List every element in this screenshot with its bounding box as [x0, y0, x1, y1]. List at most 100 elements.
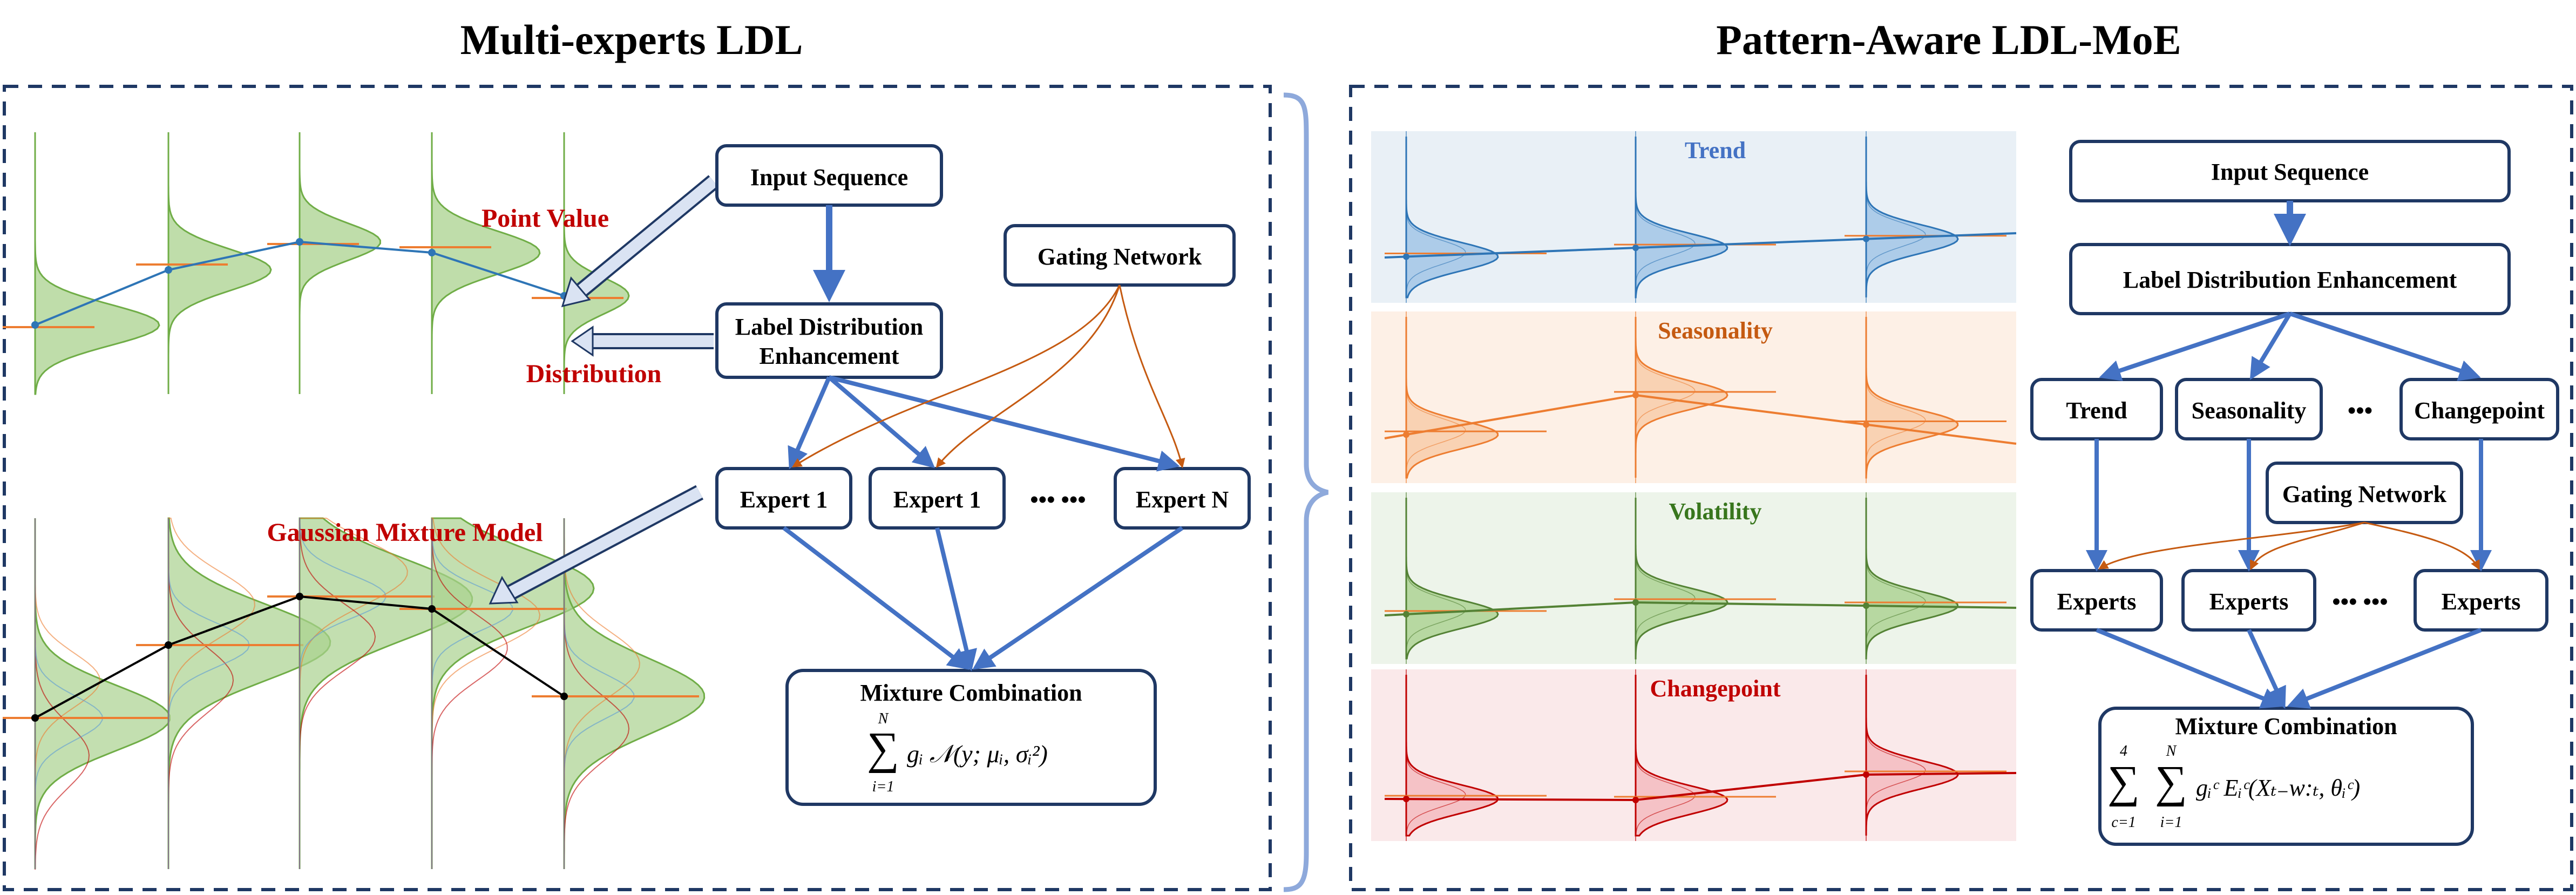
pattern-component: [1406, 675, 1466, 836]
left-mixture-combination-box: Mixture Combination N ∑ i=1 gᵢ 𝒩(y; μᵢ, …: [785, 669, 1157, 806]
left-panel-title: Multi-experts LDL: [460, 16, 803, 63]
point-marker: [428, 249, 436, 256]
right-experts-3-box: Experts: [2414, 569, 2548, 632]
panel-brace: [1283, 92, 1329, 892]
pattern-component: [1406, 498, 1466, 659]
left-expert-ellipsis: ••• •••: [1030, 486, 1086, 513]
point-marker: [31, 321, 39, 329]
right-experts-2-label: Experts: [2209, 588, 2289, 615]
pattern-band-label: Changepoint: [1650, 675, 1780, 702]
mixture-component: [299, 518, 387, 869]
point-marker: [296, 238, 303, 246]
right-input-sequence-box: Input Sequence: [2069, 140, 2511, 202]
right-formula-lower-1: c=1: [2111, 814, 2136, 831]
distribution-label: Distribution: [526, 360, 662, 388]
mixture-distribution: [34, 518, 171, 869]
point-marker: [560, 693, 568, 700]
pattern-band-label: Trend: [1685, 137, 1746, 164]
right-lde-label: Label Distribution Enhancement: [2123, 267, 2457, 293]
pattern-component: [1866, 317, 1926, 478]
point-marker: [165, 266, 172, 274]
pattern-trajectory: [1384, 772, 2017, 802]
left-formula-body: gᵢ 𝒩(y; μᵢ, σᵢ²): [907, 740, 1048, 768]
right-formula-upper-1: 4: [2120, 743, 2127, 760]
point-marker: [31, 714, 39, 722]
pattern-component: [1406, 317, 1466, 478]
pattern-band-label: Volatility: [1669, 498, 1762, 525]
left-lde-label-line1: Label Distribution: [735, 314, 923, 340]
right-experts-1-label: Experts: [2057, 588, 2137, 615]
left-panel-border: [3, 85, 1272, 891]
gaussian-distribution: [431, 132, 541, 394]
pattern-component: [1635, 675, 1696, 836]
mixture-component: [431, 518, 513, 869]
right-input-sequence-label: Input Sequence: [2211, 159, 2369, 185]
gaussian-distribution: [299, 132, 381, 394]
right-changepoint-box: Changepoint: [2399, 378, 2559, 440]
left-top-distribution-plots: [3, 132, 630, 395]
right-formula-sum-2: ∑: [2155, 757, 2187, 807]
left-gating-network-label: Gating Network: [1038, 243, 1202, 270]
right-formula-lower-2: i=1: [2160, 814, 2182, 831]
left-gating-network-box: Gating Network: [1004, 224, 1236, 287]
right-experts-3-label: Experts: [2442, 588, 2521, 615]
mixture-component: [168, 518, 250, 869]
right-trend-box: Trend: [2030, 378, 2163, 440]
right-pattern-ellipsis: •••: [2348, 397, 2372, 424]
right-gating-network-box: Gating Network: [2266, 462, 2463, 524]
right-formula-body: gᵢᶜ Eᵢᶜ(Xₜ₋w:ₜ, θᵢᶜ): [2196, 775, 2360, 801]
pattern-component: [1635, 317, 1696, 478]
gmm-label: Gaussian Mixture Model: [267, 518, 543, 547]
left-bottom-gmm-plots: [3, 517, 706, 870]
pattern-component: [1866, 498, 1926, 659]
right-experts-1-box: Experts: [2030, 569, 2163, 632]
left-expert-n-box: Expert N: [1114, 467, 1251, 530]
left-formula-lower: i=1: [872, 778, 894, 795]
left-formula-upper: N: [878, 710, 889, 727]
pattern-trajectory: [1384, 394, 2017, 445]
left-input-sequence-label: Input Sequence: [750, 164, 908, 191]
right-panel-title: Pattern-Aware LDL-MoE: [1716, 16, 2181, 63]
right-trend-label: Trend: [2066, 397, 2127, 424]
right-mixture-title: Mixture Combination: [2175, 713, 2397, 740]
pattern-component: [1866, 137, 1926, 297]
left-expert-n-label: Expert N: [1136, 486, 1229, 513]
pattern-component: [1866, 675, 1926, 836]
right-seasonality-box: Seasonality: [2175, 378, 2323, 440]
pattern-band-label: Seasonality: [1658, 317, 1773, 344]
point-value-label: Point Value: [482, 204, 609, 233]
left-expert-1-box: Expert 1: [715, 467, 852, 530]
left-lde-box: Label Distribution Enhancement: [715, 302, 943, 379]
left-lde-label-line2: Enhancement: [759, 343, 899, 369]
left-expert-1-label: Expert 1: [740, 486, 828, 513]
left-gating-arrows: [791, 284, 1185, 469]
right-seasonality-label: Seasonality: [2192, 397, 2307, 424]
gaussian-distribution: [563, 132, 630, 394]
right-lde-box: Label Distribution Enhancement: [2069, 243, 2511, 315]
pattern-band-background: [1371, 131, 2016, 303]
right-formula-upper-2: N: [2166, 743, 2177, 760]
pattern-trajectory: [1384, 232, 2017, 259]
right-panel-border: [1349, 85, 2573, 891]
point-marker: [165, 641, 172, 649]
left-mixture-title: Mixture Combination: [860, 680, 1082, 706]
point-marker: [296, 593, 303, 600]
point-marker: [428, 605, 436, 613]
right-changepoint-label: Changepoint: [2414, 397, 2545, 424]
pattern-component: [1635, 498, 1696, 659]
pattern-component: [1406, 137, 1466, 298]
left-expert-2-label: Expert 1: [893, 486, 981, 513]
pattern-component: [1635, 137, 1696, 297]
right-formula-sum-1: ∑: [2107, 757, 2140, 807]
gaussian-distribution: [34, 132, 160, 395]
pointer-arrows: [489, 175, 719, 605]
pattern-trajectory: [1384, 601, 2017, 616]
left-formula-sum: ∑: [867, 723, 899, 774]
left-input-sequence-box: Input Sequence: [715, 144, 943, 207]
right-experts-ellipsis: ••• •••: [2332, 588, 2388, 615]
right-experts-2-box: Experts: [2181, 569, 2316, 632]
right-gating-arrows: [2098, 521, 2480, 571]
right-gating-network-label: Gating Network: [2282, 481, 2447, 507]
